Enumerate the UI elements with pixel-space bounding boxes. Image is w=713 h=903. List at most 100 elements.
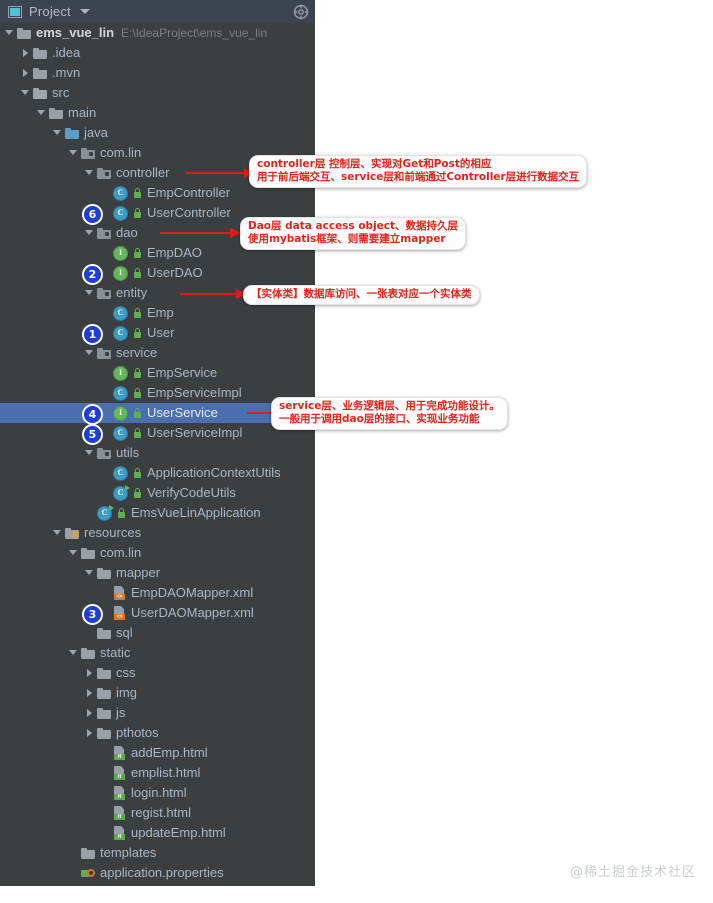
tree-row-userdaomapper.xml[interactable]: <>UserDAOMapper.xml [0,603,315,623]
folder-icon [81,647,95,659]
tree-row-templates[interactable]: templates [0,843,315,863]
chevron-down-icon[interactable] [85,228,95,238]
twisty-spacer [101,768,111,778]
tree-row-com.lin[interactable]: com.lin [0,543,315,563]
tree-row-sql[interactable]: sql [0,623,315,643]
twisty-spacer [101,388,111,398]
chevron-right-icon[interactable] [85,728,95,738]
java-class-icon: C [113,465,128,481]
tree-row-js[interactable]: js [0,703,315,723]
tree-row-label: EmpDAOMapper.xml [131,585,254,600]
tree-row-static[interactable]: static [0,643,315,663]
tree-row-service[interactable]: service [0,343,315,363]
tree-row-application.properties[interactable]: application.properties [0,863,315,883]
step-badge-3: 3 [82,604,103,625]
chevron-down-icon[interactable] [79,9,90,14]
tree-row-.idea[interactable]: .idea [0,43,315,63]
chevron-right-icon[interactable] [85,688,95,698]
chevron-down-icon[interactable] [69,148,79,158]
annotation-callout-entity: 【实体类】数据库访问、一张表对应一个实体类 [243,285,480,305]
resources-folder-icon [65,527,79,539]
tree-row-label: UserDAO [147,265,203,280]
chevron-down-icon[interactable] [69,548,79,558]
module-folder-icon [17,27,31,39]
tree-row-com.lin[interactable]: com.lin [0,143,315,163]
java-interface-icon: I [113,265,128,281]
folder-icon [81,847,95,859]
java-source-folder-icon [65,127,79,139]
twisty-spacer [69,868,79,878]
chevron-right-icon[interactable] [85,668,95,678]
tree-row-main[interactable]: main [0,103,315,123]
tree-row-dao[interactable]: dao [0,223,315,243]
source-folder-icon [33,87,47,99]
twisty-spacer [101,828,111,838]
tree-row-label: com.lin [100,145,142,160]
chevron-down-icon[interactable] [21,88,31,98]
runnable-class-icon: C [113,484,130,501]
twisty-spacer [101,468,111,478]
step-badge-2: 2 [82,264,103,285]
tree-row-userdao[interactable]: I UserDAO [0,263,315,283]
chevron-down-icon[interactable] [85,288,95,298]
chevron-down-icon[interactable] [53,528,63,538]
tree-row-img[interactable]: img [0,683,315,703]
tree-row-mapper[interactable]: mapper [0,563,315,583]
tree-row-label: emplist.html [131,765,201,780]
chevron-down-icon[interactable] [69,648,79,658]
project-panel-icon [8,5,22,18]
tree-row-entity[interactable]: entity [0,283,315,303]
chevron-right-icon[interactable] [21,48,31,58]
tree-row-label: application.properties [100,865,224,880]
tree-row-controller[interactable]: controller [0,163,315,183]
tree-row-utils[interactable]: utils [0,443,315,463]
chevron-right-icon[interactable] [85,708,95,718]
folder-icon [97,667,111,679]
java-class-icon: C [113,205,128,221]
tree-row-pthotos[interactable]: pthotos [0,723,315,743]
chevron-down-icon[interactable] [85,168,95,178]
tree-row-java[interactable]: java [0,123,315,143]
chevron-down-icon[interactable] [53,128,63,138]
chevron-down-icon[interactable] [85,448,95,458]
tree-row-src[interactable]: src [0,83,315,103]
chevron-down-icon[interactable] [85,348,95,358]
tree-row-label: UserService [147,405,218,420]
tree-row-label: login.html [131,785,187,800]
step-badge-1: 1 [82,324,103,345]
public-lock-icon [117,507,126,519]
chevron-down-icon[interactable] [37,108,47,118]
settings-gear-icon[interactable] [293,4,309,20]
tree-row-css[interactable]: css [0,663,315,683]
chevron-down-icon[interactable] [85,568,95,578]
annotation-arrow-entity [180,289,247,299]
tree-row-.mvn[interactable]: .mvn [0,63,315,83]
chevron-right-icon[interactable] [21,68,31,78]
tree-row-empdaomapper.xml[interactable]: <>EmpDAOMapper.xml [0,583,315,603]
chevron-down-icon[interactable] [5,28,15,38]
package-folder-icon [97,287,111,299]
html-file-icon: H [113,786,126,800]
package-folder-icon [81,147,95,159]
java-class-icon: C [113,385,128,401]
tree-row-resources[interactable]: resources [0,523,315,543]
